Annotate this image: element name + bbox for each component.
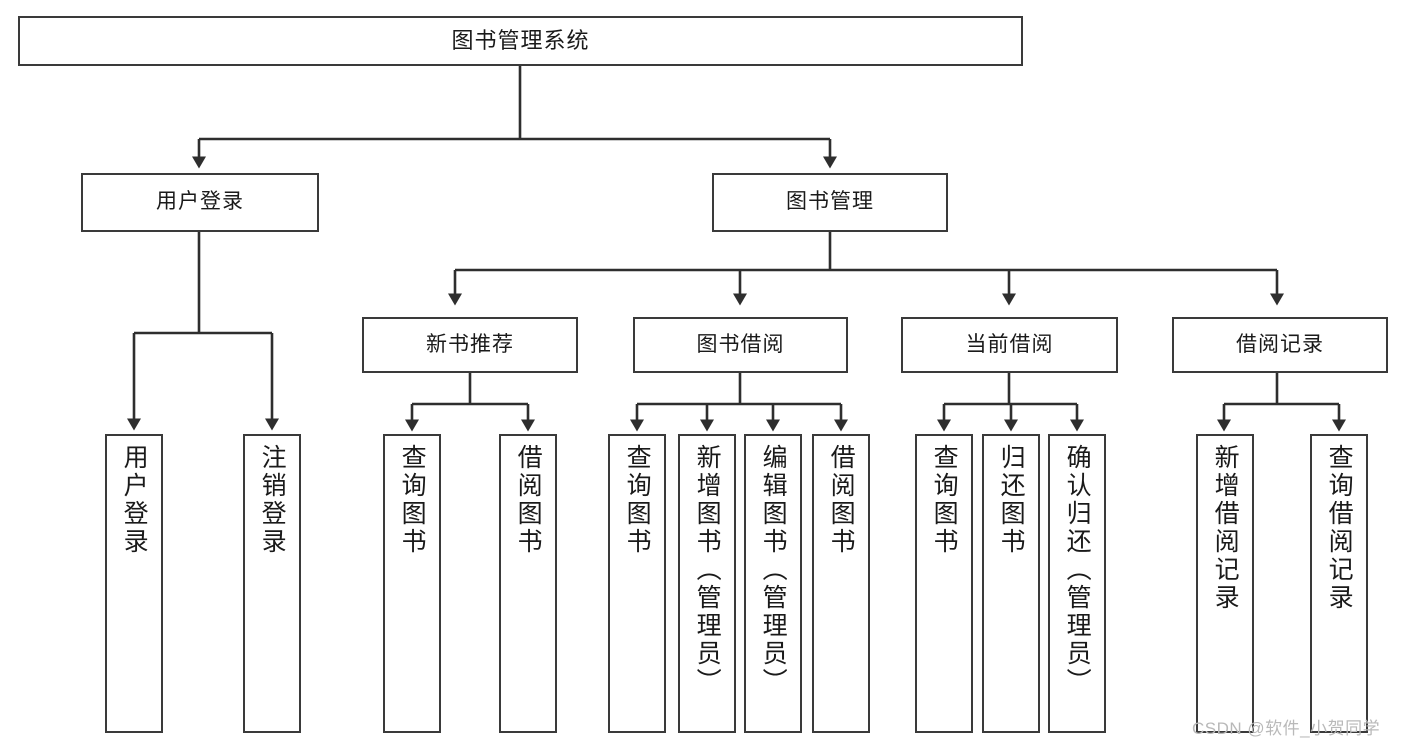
node-leaf-query-book-1[interactable]: 查询图书: [383, 434, 441, 733]
node-leaf-return-book[interactable]: 归还图书: [982, 434, 1040, 733]
node-label: 图书借阅: [696, 332, 785, 356]
node-label: 借阅图书: [827, 444, 856, 556]
node-label: 新增借阅记录: [1211, 444, 1240, 612]
node-leaf-confirm-return[interactable]: 确认归还（管理员）: [1048, 434, 1106, 733]
csdn-watermark: CSDN @软件_小贺同学: [1192, 719, 1381, 738]
node-label: 借阅记录: [1236, 332, 1324, 356]
node-label: 编辑图书（管理员）: [759, 444, 788, 696]
node-label: 查询图书: [930, 444, 959, 556]
node-label: 新书推荐: [426, 332, 514, 356]
node-label: 用户登录: [156, 190, 244, 214]
node-leaf-add-record[interactable]: 新增借阅记录: [1196, 434, 1254, 733]
node-label: 注销登录: [258, 444, 287, 556]
node-label: 查询借阅记录: [1325, 444, 1354, 612]
node-leaf-query-record[interactable]: 查询借阅记录: [1310, 434, 1368, 733]
node-book-borrow[interactable]: 图书借阅: [633, 317, 848, 373]
node-label: 图书管理系统: [451, 28, 590, 54]
node-leaf-query-book-2[interactable]: 查询图书: [608, 434, 666, 733]
node-label: 归还图书: [997, 444, 1026, 556]
node-label: 用户登录: [120, 444, 149, 556]
node-label: 确认归还（管理员）: [1063, 444, 1092, 696]
node-leaf-add-book[interactable]: 新增图书（管理员）: [678, 434, 736, 733]
node-current-borrow[interactable]: 当前借阅: [901, 317, 1118, 373]
node-label: 当前借阅: [965, 332, 1054, 356]
node-label: 图书管理: [786, 190, 874, 214]
node-new-book-rec[interactable]: 新书推荐: [362, 317, 578, 373]
node-user-login[interactable]: 用户登录: [81, 173, 319, 232]
node-leaf-query-book-3[interactable]: 查询图书: [915, 434, 973, 733]
node-label: 查询图书: [623, 444, 652, 556]
node-leaf-borrow-book-2[interactable]: 借阅图书: [812, 434, 870, 733]
node-leaf-edit-book[interactable]: 编辑图书（管理员）: [744, 434, 802, 733]
node-label: 借阅图书: [514, 444, 543, 556]
node-leaf-borrow-book-1[interactable]: 借阅图书: [499, 434, 557, 733]
node-label: 新增图书（管理员）: [693, 444, 722, 696]
node-leaf-logout[interactable]: 注销登录: [243, 434, 301, 733]
node-book-manage[interactable]: 图书管理: [712, 173, 948, 232]
node-borrow-record[interactable]: 借阅记录: [1172, 317, 1388, 373]
node-leaf-user-login[interactable]: 用户登录: [105, 434, 163, 733]
node-label: 查询图书: [398, 444, 427, 556]
node-root-system[interactable]: 图书管理系统: [18, 16, 1023, 66]
